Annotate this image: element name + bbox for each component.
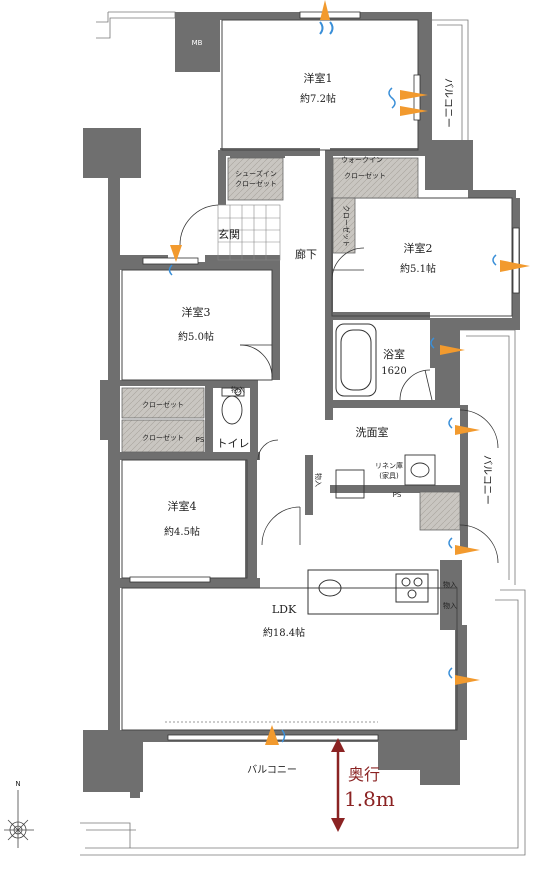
western4-size: 約4.5帖 bbox=[164, 525, 200, 538]
balcony-label-bottom: バルコニー bbox=[247, 764, 297, 776]
washroom-name: 洗面室 bbox=[356, 425, 389, 439]
entrance-name: 玄関 bbox=[218, 227, 240, 241]
western1-name: 洋室1 bbox=[304, 71, 333, 85]
washer-area bbox=[419, 491, 461, 531]
bath-size: 1620 bbox=[381, 366, 406, 377]
western2-name: 洋室2 bbox=[404, 241, 433, 255]
shoes-in-closet-label-2: クローゼット bbox=[235, 179, 277, 188]
closet-western3 bbox=[121, 387, 205, 419]
depth-label: 奥行 bbox=[348, 765, 380, 784]
compass bbox=[4, 790, 34, 848]
storage-label-1: 物入 bbox=[443, 580, 457, 589]
ps-label-1: PS bbox=[196, 436, 205, 444]
linen-label-1: リネン庫 bbox=[375, 461, 403, 470]
western3-name: 洋室3 bbox=[182, 305, 211, 319]
north-label: N bbox=[15, 780, 20, 788]
bath-name: 浴室 bbox=[383, 347, 405, 361]
mb-label: MB bbox=[192, 39, 203, 47]
ps-label-2: PS bbox=[393, 491, 402, 499]
depth-indicator bbox=[331, 738, 345, 832]
ldk-name: LDK bbox=[272, 603, 297, 616]
toilet-name: トイレ bbox=[217, 437, 250, 450]
entrance-steps bbox=[217, 204, 281, 261]
shoes-in-closet bbox=[227, 157, 284, 201]
depth-value: 1.8m bbox=[344, 787, 395, 811]
toilet-fixture bbox=[221, 387, 245, 425]
linen-label-2: (家具) bbox=[379, 471, 399, 480]
ventilation-arrows bbox=[168, 0, 530, 745]
western4-name: 洋室4 bbox=[168, 499, 197, 513]
storage-label-2: 物入 bbox=[443, 601, 457, 610]
western3-size: 約5.0帖 bbox=[178, 330, 214, 343]
shoes-in-closet-label-1: シューズイン bbox=[235, 169, 277, 178]
western1-size: 約7.2帖 bbox=[300, 92, 336, 105]
closet-western4-label: クローゼット bbox=[142, 433, 184, 442]
corridor-name: 廊下 bbox=[295, 247, 317, 261]
walk-in-closet-label-1: ウォークイン bbox=[341, 156, 383, 164]
western2-size: 約5.1帖 bbox=[400, 262, 436, 275]
ldk-size: 約18.4帖 bbox=[263, 626, 305, 639]
walk-in-closet-label-2: クローゼット bbox=[344, 171, 386, 180]
door-swings bbox=[179, 204, 499, 564]
storage-label-hall: 物入 bbox=[314, 473, 323, 487]
kitchen-island bbox=[307, 569, 439, 615]
closet-western3-label: クローゼット bbox=[142, 400, 184, 409]
walls bbox=[83, 12, 520, 798]
storage-label-toilet: 物入 bbox=[231, 385, 245, 394]
walk-in-closet bbox=[332, 157, 419, 199]
vertical-closet-label: クローゼット bbox=[342, 205, 351, 247]
bathtub bbox=[335, 323, 377, 397]
washbasin bbox=[335, 454, 436, 499]
balcony-label-right: バルコニー bbox=[481, 455, 493, 505]
balcony-label-top: バルコニー bbox=[442, 78, 454, 128]
closet-western4 bbox=[121, 419, 205, 453]
closets bbox=[121, 157, 461, 531]
vertical-closet bbox=[332, 197, 356, 254]
